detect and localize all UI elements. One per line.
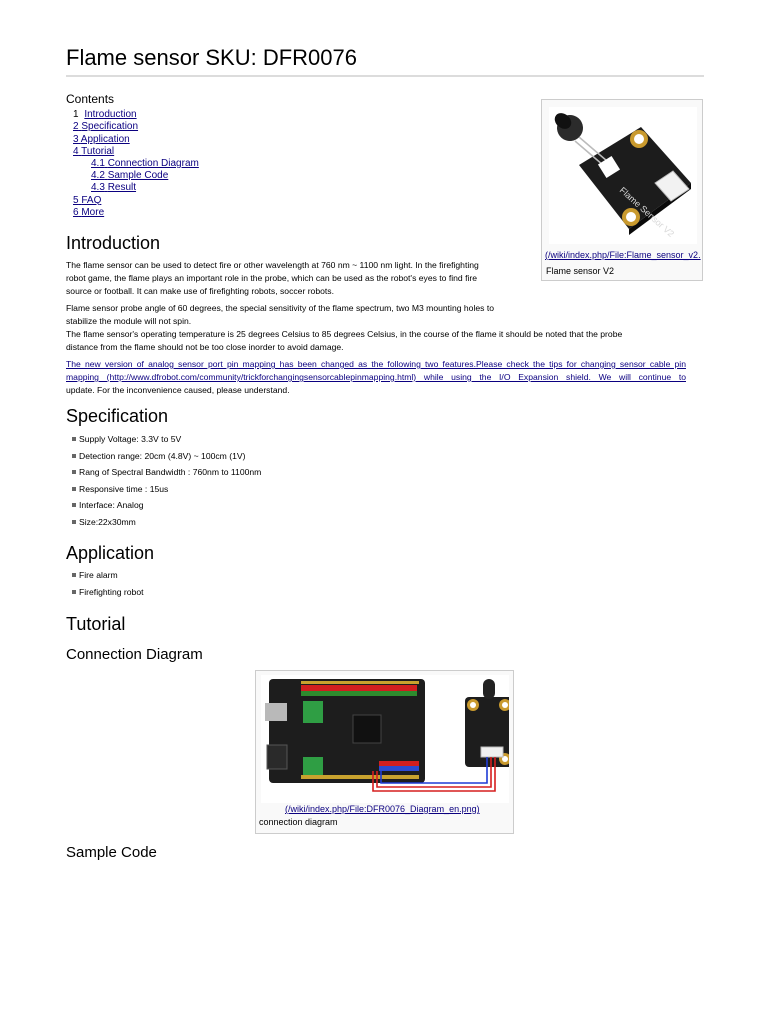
toc-item-connection-diagram: 4.1 Connection Diagram [73, 158, 199, 170]
toc-link-faq[interactable]: 5 FAQ [73, 194, 102, 206]
thumbnail-file-link[interactable]: (/wiki/index.php/File:Flame_sensor_v2. [545, 250, 701, 260]
toc-item-more: 6 More [73, 207, 199, 219]
list-item: Interface: Analog [72, 500, 261, 517]
list-item: Rang of Spectral Bandwidth : 760nm to 11… [72, 467, 261, 484]
heading-connection-diagram: Connection Diagram [66, 646, 203, 663]
application-list: Fire alarm Firefighting robot [72, 570, 144, 603]
toc-link-specification[interactable]: 2 Specification [73, 121, 139, 133]
toc-title: Contents [66, 92, 115, 106]
connection-diagram-image[interactable] [261, 675, 509, 803]
list-item: Firefighting robot [72, 587, 144, 604]
toc-item-result: 4.3 Result [73, 182, 199, 194]
pin-mapping-note-link[interactable]: The new version of analog sensor port pi… [66, 359, 686, 382]
toc-item-specification: 2 Specification [73, 121, 199, 133]
toc-link-introduction[interactable]: Introduction [84, 109, 137, 121]
list-item: Size:22x30mm [72, 517, 261, 534]
toc-link-result[interactable]: 4.3 Result [91, 182, 137, 194]
heading-tutorial: Tutorial [66, 614, 126, 634]
heading-sample-code: Sample Code [66, 844, 157, 861]
bullet-icon [72, 589, 76, 594]
bullet-icon [72, 503, 76, 508]
flame-sensor-image[interactable]: Flame Sensor V2 [549, 107, 697, 244]
toc-item-tutorial: 4 Tutorial [73, 146, 199, 158]
title-divider [66, 75, 704, 77]
toc-link-tutorial[interactable]: 4 Tutorial [73, 145, 115, 157]
bullet-icon [72, 470, 76, 475]
list-item: Detection range: 20cm (4.8V) ~ 100cm (1V… [72, 451, 261, 468]
bullet-icon [72, 453, 76, 458]
bullet-icon [72, 437, 76, 441]
list-item: Responsive time : 15us [72, 484, 261, 501]
toc-list: 1 Introduction 2 Specification 3 Applica… [66, 109, 199, 219]
toc-link-sample-code[interactable]: 4.2 Sample Code [91, 170, 169, 182]
bullet-icon [72, 519, 76, 524]
toc-item-faq: 5 FAQ [73, 195, 199, 207]
heading-specification: Specification [66, 406, 169, 426]
intro-paragraph-1: The flame sensor can be used to detect f… [66, 260, 479, 296]
thumbnail-caption: Flame sensor V2 [546, 266, 615, 276]
diagram-file-link[interactable]: (/wiki/index.php/File:DFR0076_Diagram_en… [285, 804, 480, 814]
bullet-icon [72, 573, 76, 577]
toc-link-connection-diagram[interactable]: 4.1 Connection Diagram [91, 158, 199, 170]
list-item: Fire alarm [72, 570, 144, 587]
heading-application: Application [66, 543, 155, 563]
toc-item-sample-code: 4.2 Sample Code [73, 170, 199, 182]
table-of-contents: Contents 1 Introduction 2 Specification … [66, 93, 199, 219]
intro-paragraph-2: Flame sensor probe angle of 60 degrees, … [66, 303, 623, 352]
list-item: Supply Voltage: 3.3V to 5V [72, 434, 261, 451]
page-title: Flame sensor SKU: DFR0076 [66, 45, 357, 70]
toc-item-application: 3 Application [73, 134, 199, 146]
connection-diagram-frame: (/wiki/index.php/File:DFR0076_Diagram_en… [255, 670, 514, 834]
pin-mapping-note: The new version of analog sensor port pi… [66, 359, 686, 395]
toc-item-introduction: 1 Introduction [73, 109, 199, 121]
toc-link-application[interactable]: 3 Application [73, 133, 130, 145]
heading-introduction: Introduction [66, 233, 161, 253]
product-thumbnail-frame: Flame Sensor V2 (/wiki/index.php/File:Fl… [541, 99, 703, 281]
diagram-caption: connection diagram [259, 817, 338, 827]
bullet-icon [72, 486, 76, 491]
toc-number: 1 [73, 109, 79, 121]
specification-list: Supply Voltage: 3.3V to 5V Detection ran… [72, 434, 261, 534]
toc-link-more[interactable]: 6 More [73, 206, 105, 218]
